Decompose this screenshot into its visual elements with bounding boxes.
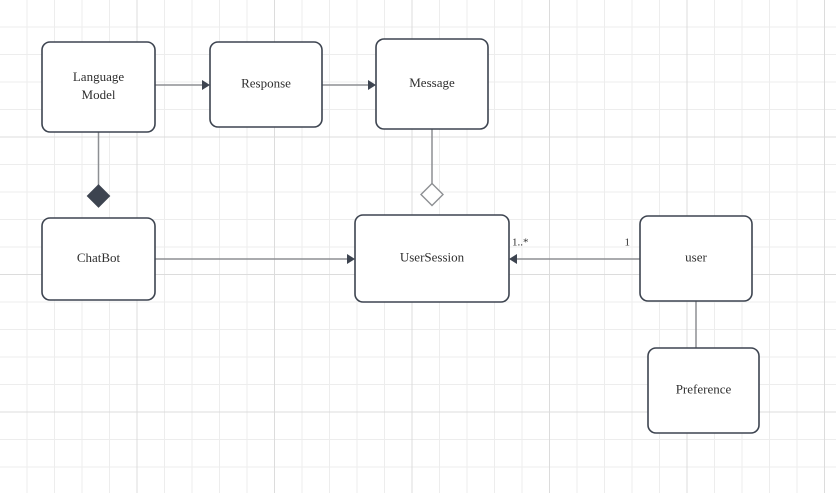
edge-user-to-user-session [509, 254, 640, 264]
class-node-preference[interactable]: Preference [647, 347, 760, 434]
arrowhead-icon [368, 80, 376, 90]
class-node-user-session[interactable]: UserSession [354, 214, 510, 303]
class-node-box[interactable] [209, 41, 323, 128]
class-node-box[interactable] [41, 217, 156, 301]
class-node-label: Response [241, 75, 291, 90]
edge-language-model-to-chatbot [86, 132, 111, 208]
arrowhead-icon [202, 80, 210, 90]
composition-diamond-icon [86, 184, 111, 208]
class-node-user[interactable]: user [639, 215, 753, 302]
arrowhead-icon [509, 254, 517, 264]
edge-language-model-to-response [155, 80, 210, 90]
class-node-label: Message [409, 75, 455, 90]
class-node-label: UserSession [400, 249, 465, 264]
class-node-label: ChatBot [77, 250, 121, 265]
class-node-box[interactable] [647, 347, 760, 434]
multiplicity-label: 1..* [512, 237, 529, 249]
class-node-box[interactable] [375, 38, 489, 130]
class-node-response[interactable]: Response [209, 41, 323, 128]
class-node-box[interactable] [41, 41, 156, 133]
class-node-label: Language [73, 69, 124, 84]
aggregation-diamond-icon [420, 182, 444, 207]
class-node-label: user [685, 249, 707, 264]
edge-labels-group: 1..* 1 [512, 237, 630, 249]
class-node-message[interactable]: Message [375, 38, 489, 130]
class-node-box[interactable] [639, 215, 753, 302]
arrowhead-icon [347, 254, 355, 264]
class-node-label: Model [82, 87, 116, 102]
edge-chatbot-to-user-session [155, 254, 355, 264]
class-node-chatbot[interactable]: ChatBot [41, 217, 156, 301]
class-node-label: Preference [676, 381, 732, 396]
edges-group [86, 80, 697, 348]
edge-message-to-user-session [420, 129, 444, 207]
edge-response-to-message [322, 80, 376, 90]
class-node-box[interactable] [354, 214, 510, 303]
multiplicity-label: 1 [625, 237, 631, 249]
